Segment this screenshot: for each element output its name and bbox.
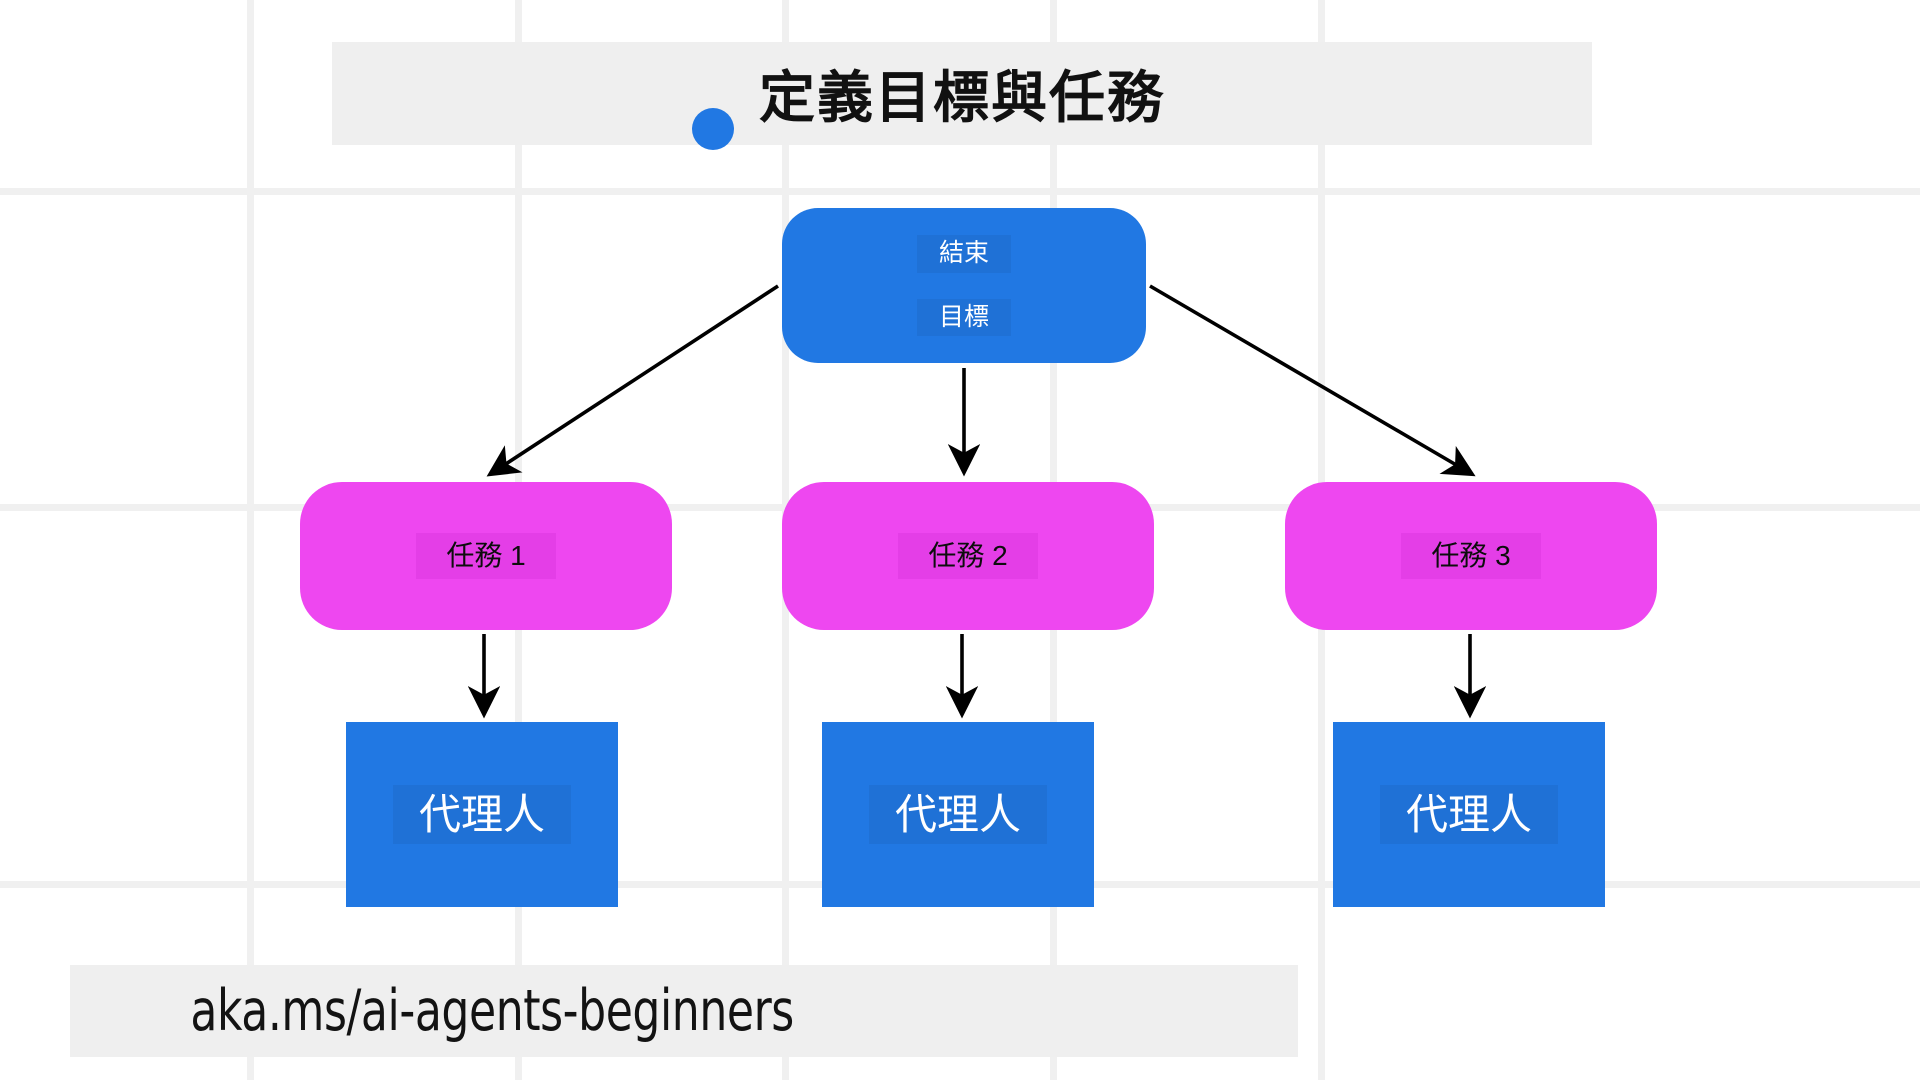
task-node-1[interactable]: 任務 1 — [300, 482, 672, 630]
goal-node-label-line1: 結束 — [916, 235, 1011, 273]
edge-goal-to-task-1 — [486, 284, 779, 477]
title-band — [332, 42, 1592, 145]
task-node-label: 任務 2 — [898, 533, 1038, 579]
agent-node-label: 代理人 — [868, 784, 1047, 845]
stray-blue-dot-icon — [692, 108, 734, 150]
task-node-3[interactable]: 任務 3 — [1285, 482, 1657, 630]
agent-node-label: 代理人 — [392, 784, 571, 845]
page-title: 定義目標與任務 — [759, 66, 1165, 129]
goal-node-label-line2: 目標 — [916, 298, 1011, 336]
goal-node[interactable]: 結束 目標 — [782, 208, 1146, 363]
task-node-label: 任務 1 — [416, 533, 556, 579]
agent-node-label: 代理人 — [1379, 784, 1558, 845]
agent-node-3[interactable]: 代理人 — [1333, 722, 1605, 907]
agent-node-2[interactable]: 代理人 — [822, 722, 1094, 907]
task-node-2[interactable]: 任務 2 — [782, 482, 1154, 630]
task-node-label: 任務 3 — [1401, 533, 1541, 579]
footer-url[interactable]: aka.ms/ai-agents-beginners — [190, 978, 794, 1044]
edge-goal-to-task-3 — [1149, 284, 1476, 477]
agent-node-1[interactable]: 代理人 — [346, 722, 618, 907]
gridline-vertical — [247, 0, 254, 1080]
gridline-horizontal — [0, 188, 1920, 195]
footer-band — [70, 965, 1298, 1057]
